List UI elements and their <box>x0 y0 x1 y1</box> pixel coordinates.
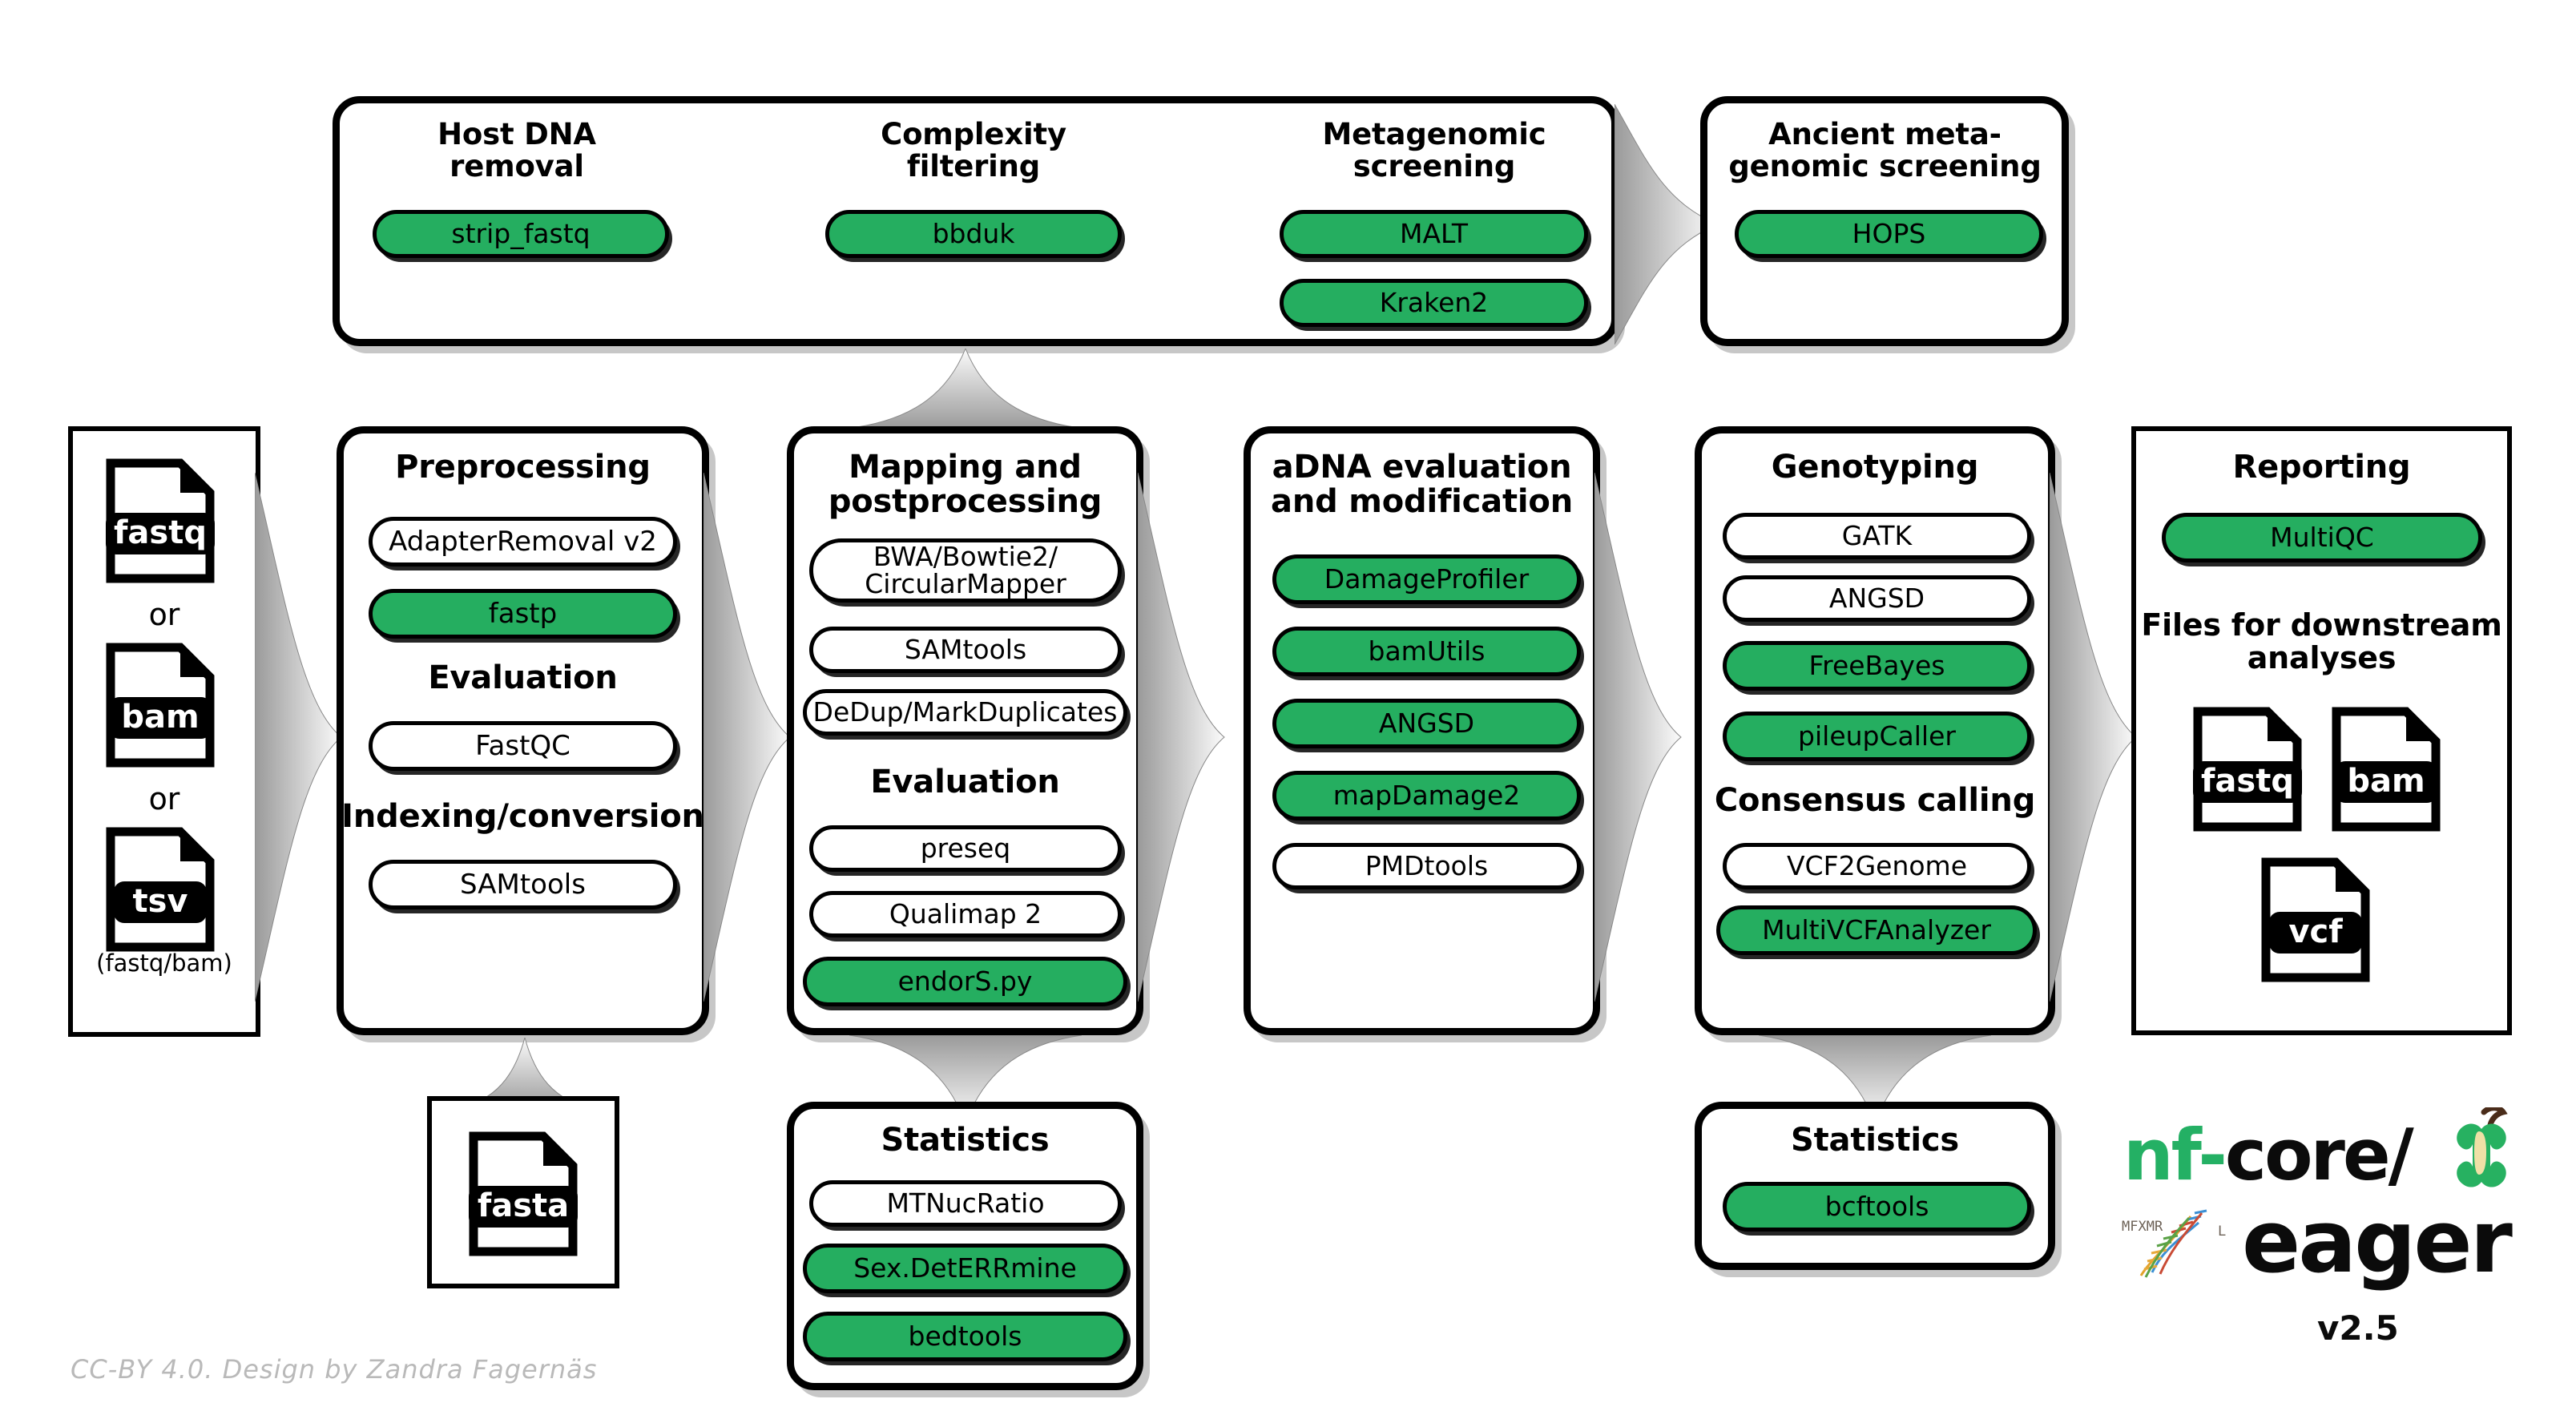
tool-bedtools[interactable]: bedtools <box>803 1312 1127 1361</box>
tool-angsd-adna[interactable]: ANGSD <box>1272 699 1581 748</box>
nf-core-eager-logo: nf-core/ MFXMR L <box>2115 1105 2532 1370</box>
tool-multiqc[interactable]: MultiQC <box>2162 513 2482 562</box>
svg-text:fastq: fastq <box>114 514 207 551</box>
column-title-reporting: Reporting <box>2232 449 2411 486</box>
arrow-mapping-to-screening <box>845 349 1086 429</box>
apple-core-icon <box>2444 1105 2520 1203</box>
statistics-genotyping-title: Statistics <box>1791 1122 1959 1159</box>
arrow-genotyping-to-reporting <box>2050 473 2138 1002</box>
tool-samtools-mapping[interactable]: SAMtools <box>809 627 1122 673</box>
column-title-preprocessing: Preprocessing <box>395 449 651 486</box>
fastq-file-icon: fastq <box>104 457 216 585</box>
subheading-indexing-conversion: Indexing/conversion <box>341 798 704 835</box>
svg-text:bam: bam <box>2347 763 2425 800</box>
logo-eager-text: eager <box>2242 1192 2513 1292</box>
logo-core-text: core/ <box>2224 1114 2414 1196</box>
subheading-consensus-calling: Consensus calling <box>1714 782 2036 819</box>
tool-freebayes[interactable]: FreeBayes <box>1723 641 2031 691</box>
tool-multivcfanalyzer[interactable]: MultiVCFAnalyzer <box>1716 905 2037 955</box>
downstream-files-title: Files for downstream analyses <box>2141 607 2502 676</box>
group-title-complexity-filtering: Complexity filtering <box>881 117 1066 183</box>
tool-pmdtools[interactable]: PMDtools <box>1272 843 1581 889</box>
arrow-input-to-preprocessing <box>255 473 343 1002</box>
arrow-preprocessing-to-mapping <box>703 473 792 1002</box>
tool-bamutils[interactable]: bamUtils <box>1272 627 1581 676</box>
tool-malt[interactable]: MALT <box>1280 210 1588 258</box>
tool-fastqc[interactable]: FastQC <box>369 721 677 771</box>
column-title-mapping: Mapping and postprocessing <box>828 449 1103 521</box>
arrow-mapping-to-adna <box>1138 473 1226 1002</box>
tool-preseq[interactable]: preseq <box>809 825 1122 872</box>
column-title-genotyping: Genotyping <box>1771 449 1979 486</box>
group-title-metagenomic-screening: Metagenomic screening <box>1322 117 1546 183</box>
svg-text:bam: bam <box>121 699 199 736</box>
dna-helix-icon: MFXMR L <box>2115 1202 2260 1282</box>
tool-bwa-bowtie2-circularmapper[interactable]: BWA/Bowtie2/ CircularMapper <box>809 538 1122 603</box>
credit-text: CC-BY 4.0. Design by Zandra Fagernäs <box>71 1354 598 1385</box>
svg-text:fastq: fastq <box>2201 763 2294 800</box>
tool-gatk[interactable]: GATK <box>1723 513 2031 559</box>
tool-bcftools[interactable]: bcftools <box>1723 1182 2031 1232</box>
input-note: (fastq/bam) <box>96 949 232 977</box>
bam-file-icon-output: bam <box>2330 705 2442 833</box>
tsv-file-icon: tsv <box>104 825 216 953</box>
tool-angsd-genotyping[interactable]: ANGSD <box>1723 575 2031 622</box>
logo-nf-text: nf- <box>2123 1114 2227 1196</box>
bam-file-icon: bam <box>104 641 216 769</box>
svg-text:MFXMR: MFXMR <box>2122 1219 2163 1235</box>
tool-adapterremoval-v2[interactable]: AdapterRemoval v2 <box>369 517 677 566</box>
tool-mtnucratio[interactable]: MTNucRatio <box>809 1180 1122 1227</box>
tool-samtools-preprocessing[interactable]: SAMtools <box>369 860 677 909</box>
logo-version-text: v2.5 <box>2317 1308 2399 1348</box>
svg-text:L: L <box>2218 1224 2226 1240</box>
arrow-adna-to-genotyping <box>1594 473 1683 1002</box>
logo-text-row1: nf-core/ <box>2123 1114 2414 1196</box>
ancient-screening-title: Ancient meta- genomic screening <box>1728 117 2042 183</box>
tool-kraken2[interactable]: Kraken2 <box>1280 279 1588 327</box>
tool-pileupcaller[interactable]: pileupCaller <box>1723 712 2031 761</box>
tool-fastp[interactable]: fastp <box>369 589 677 639</box>
tool-damageprofiler[interactable]: DamageProfiler <box>1272 554 1581 604</box>
input-or-2: or <box>148 781 180 816</box>
subheading-evaluation-preprocessing: Evaluation <box>428 659 618 696</box>
tool-strip-fastq[interactable]: strip_fastq <box>373 210 669 258</box>
tool-vcf2genome[interactable]: VCF2Genome <box>1723 843 2031 889</box>
group-title-host-dna-removal: Host DNA removal <box>437 117 596 183</box>
tool-bbduk[interactable]: bbduk <box>825 210 1122 258</box>
tool-hops[interactable]: HOPS <box>1735 210 2043 258</box>
tool-dedup-markduplicates[interactable]: DeDup/MarkDuplicates <box>803 689 1127 736</box>
subheading-evaluation-mapping: Evaluation <box>870 764 1060 800</box>
vcf-file-icon-output: vcf <box>2260 856 2372 984</box>
svg-text:tsv: tsv <box>132 883 187 920</box>
statistics-mapping-title: Statistics <box>881 1122 1050 1159</box>
fastq-file-icon-output: fastq <box>2191 705 2304 833</box>
input-or-1: or <box>148 597 180 632</box>
fasta-file-icon: fasta <box>467 1130 579 1258</box>
column-title-adna: aDNA evaluation and modification <box>1271 449 1573 521</box>
svg-text:fasta: fasta <box>478 1187 569 1224</box>
tool-qualimap-2[interactable]: Qualimap 2 <box>809 891 1122 937</box>
tool-mapdamage2[interactable]: mapDamage2 <box>1272 771 1581 820</box>
tool-sex-deterrmine[interactable]: Sex.DetERRmine <box>803 1244 1127 1293</box>
svg-text:vcf: vcf <box>2288 913 2343 950</box>
tool-endors-py[interactable]: endorS.py <box>803 957 1127 1006</box>
